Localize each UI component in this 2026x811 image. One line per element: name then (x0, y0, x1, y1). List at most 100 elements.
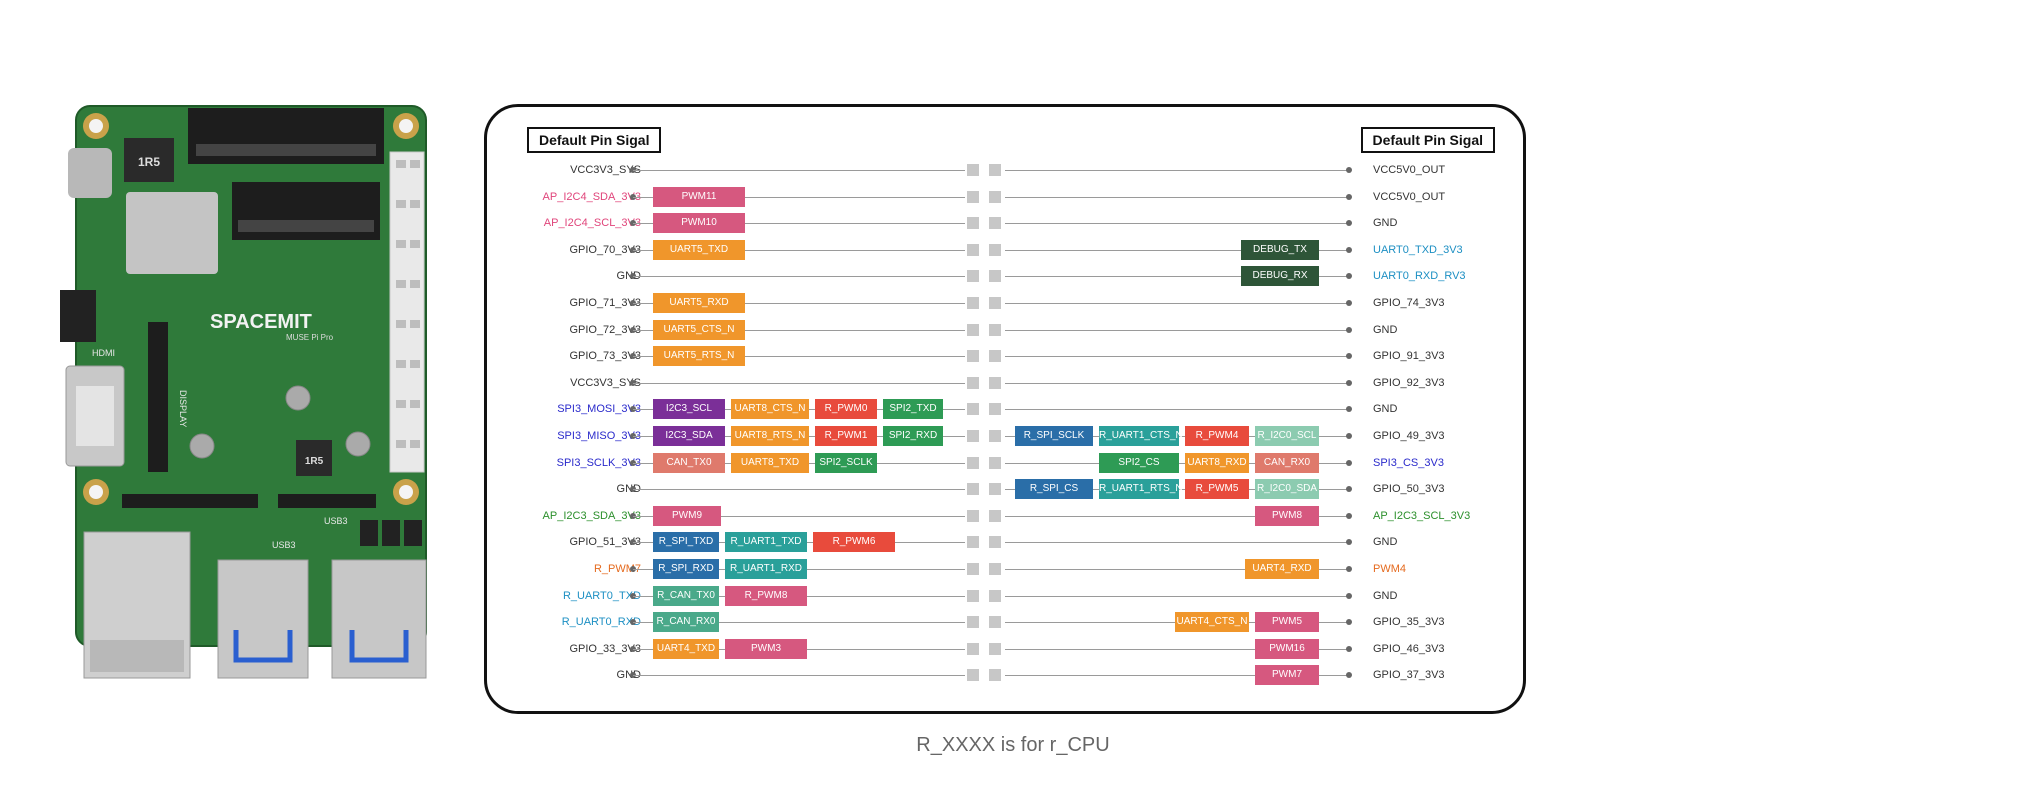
pin-line-right (1005, 196, 1349, 198)
pin-label-right: UART0_TXD_3V3 (1373, 243, 1463, 256)
header-pin-odd (967, 509, 979, 522)
function-tag: UART8_CTS_N (731, 399, 809, 420)
function-tag: UART4_TXD (653, 638, 719, 659)
pin-label-right: GND (1373, 403, 1398, 416)
board-logo: SPACEMIT (210, 311, 312, 333)
pin-label-right: VCC5V0_OUT (1373, 190, 1446, 203)
board-model: MUSE Pi Pro (286, 333, 334, 342)
header-pin-even (989, 642, 1001, 655)
header-pin-odd (967, 616, 979, 629)
pin-label-right: GND (1373, 589, 1398, 602)
pin-line-right (1005, 303, 1349, 304)
function-tag: PWM9 (653, 505, 721, 526)
function-tag: R_UART1_CTS_N (1099, 426, 1183, 446)
pin-label-left: GPIO_70_3V3 (569, 243, 641, 256)
pin-line-left (633, 249, 965, 251)
pin-line-left (633, 170, 965, 171)
function-tag: UART8_RTS_N (731, 426, 809, 446)
header-pin-odd (967, 270, 979, 283)
header-pin-odd (967, 536, 979, 549)
pin-line-right (1005, 569, 1349, 570)
pin-label-left: R_UART0_RXD (561, 616, 641, 629)
pin-label-right: GPIO_46_3V3 (1373, 642, 1445, 655)
pin-line-left (633, 356, 965, 358)
function-tag: PWM10 (653, 213, 745, 234)
function-tag: SPI2_RXD (883, 426, 943, 446)
pin-label-left: GPIO_71_3V3 (569, 297, 641, 309)
pin-line-right (1005, 648, 1349, 650)
header-pin-even (989, 403, 1001, 416)
pin-label-right: PWM4 (1373, 563, 1406, 575)
header-pin-even (989, 217, 1001, 230)
footnote: R_XXXX is for r_CPU (916, 734, 1110, 756)
header-pin-even (989, 563, 1001, 575)
pin-dot-right (1346, 406, 1352, 413)
header-pin-even (989, 483, 1001, 496)
header-pin-even (989, 270, 1001, 283)
pin-dot-right (1346, 672, 1352, 679)
pin-dot-right (1346, 273, 1352, 280)
pin-label-left: R_UART0_TXD (562, 589, 641, 602)
pin-label-right: GND (1373, 323, 1398, 336)
function-tag: R_PWM6 (813, 532, 895, 553)
inductor-label-2: 1R5 (305, 456, 324, 467)
pin-dot-right (1346, 326, 1352, 333)
pin-label-right: GPIO_91_3V3 (1373, 350, 1445, 363)
header-pin-odd (967, 243, 979, 256)
pin-line-right (1005, 675, 1349, 677)
header-pin-odd (967, 563, 979, 575)
header-pin-odd (967, 323, 979, 336)
function-tag: DEBUG_RX (1241, 266, 1319, 287)
pin-label-left: GPIO_33_3V3 (569, 642, 641, 655)
header-pin-even (989, 430, 1001, 442)
pin-dot-right (1346, 193, 1352, 200)
function-tag: PWM16 (1255, 638, 1319, 659)
pin-label-right: GPIO_35_3V3 (1373, 616, 1445, 629)
header-pin-even (989, 589, 1001, 602)
header-pin-odd (967, 589, 979, 602)
header-pin-odd (967, 669, 979, 682)
pin-line-right (1005, 170, 1349, 171)
header-pin-even (989, 536, 1001, 549)
pin-dot-right (1346, 246, 1352, 253)
pin-line-right (1005, 382, 1349, 384)
function-tag: R_UART1_RTS_N (1099, 479, 1183, 500)
function-tag: DEBUG_TX (1241, 239, 1319, 260)
function-tag: R_SPI_RXD (653, 559, 719, 579)
function-tag: UART4_CTS_N (1175, 612, 1249, 633)
pin-line-left (633, 382, 965, 384)
function-tag: R_I2C0_SDA (1255, 479, 1319, 500)
pin-line-left (633, 303, 965, 304)
function-tag: PWM5 (1255, 612, 1319, 633)
pin-line-right (1005, 356, 1349, 358)
pin-dot-right (1346, 459, 1352, 466)
header-pin-odd (967, 483, 979, 496)
header-right: Default Pin Sigal (1360, 127, 1495, 153)
pin-label-left: SPI3_SCLK_3V3 (556, 456, 641, 469)
pin-label-left: GPIO_73_3V3 (569, 350, 641, 363)
pin-label-left: AP_I2C4_SCL_3V3 (543, 217, 641, 230)
pin-label-right: GPIO_74_3V3 (1373, 297, 1445, 309)
pin-label-left: R_PWM7 (593, 563, 641, 575)
header-pin-even (989, 456, 1001, 469)
pin-label-left: VCC3V3_SYS (570, 164, 641, 176)
function-tag: I2C3_SDA (653, 426, 725, 446)
header-pin-even (989, 376, 1001, 389)
header-pin-even (989, 509, 1001, 522)
header-pin-odd (967, 430, 979, 442)
function-tag: R_SPI_TXD (653, 532, 719, 553)
pin-line-left (633, 329, 965, 331)
header-pin-odd (967, 376, 979, 389)
pin-line-right (1005, 223, 1349, 225)
pin-line-left (633, 489, 965, 491)
header-pin-odd (967, 403, 979, 416)
board-hdmi-label: HDMI (92, 348, 115, 358)
